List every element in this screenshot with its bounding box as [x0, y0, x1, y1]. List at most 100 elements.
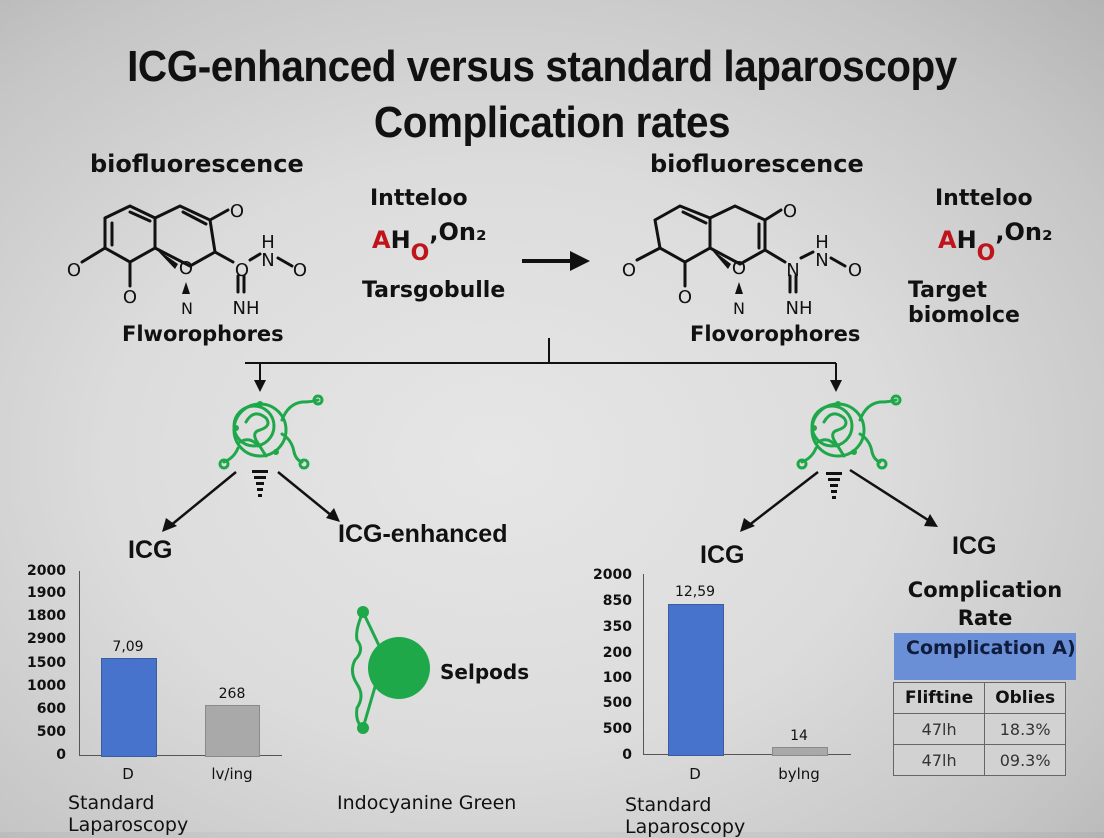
- col-header: Fliftine: [892, 682, 986, 714]
- svg-text:O: O: [123, 287, 137, 308]
- x-axis-title: Standard Laparoscopy: [625, 794, 746, 838]
- right-branch-icg-right: ICG: [952, 532, 997, 560]
- left-reagent-target: Tarsgobulle: [362, 278, 506, 303]
- bar-value-label: 268: [218, 686, 246, 702]
- y-axis: [643, 574, 644, 755]
- right-reagent-formula: AHO,On₂: [938, 218, 1053, 266]
- complication-banner: Complication A): [894, 633, 1076, 680]
- right-molecule-label: Flovorophores: [690, 322, 861, 346]
- svg-text:O: O: [783, 201, 797, 222]
- selpods-particle-icon: [350, 606, 430, 734]
- y-tick: 1900: [27, 585, 66, 601]
- y-axis: [79, 571, 80, 756]
- right-branch-icg-left: ICG: [700, 541, 745, 569]
- formula-a: A: [938, 226, 957, 254]
- y-tick: 1000: [27, 678, 66, 694]
- x-category: D: [689, 765, 701, 783]
- col-header: Oblies: [984, 682, 1066, 714]
- left-branch-icg: ICG: [128, 536, 173, 564]
- table-cell: 47lh: [892, 744, 986, 776]
- formula-sub-o: O: [976, 241, 996, 266]
- right-heading: biofluorescence: [650, 150, 864, 178]
- svg-text:N: N: [261, 250, 274, 271]
- table-cell: 09.3%: [984, 744, 1066, 776]
- heading-line1: Complication: [907, 578, 1063, 602]
- x-axis: [79, 755, 282, 756]
- svg-text:N: N: [733, 299, 745, 318]
- left-reagent-name: Intteloo: [370, 186, 468, 211]
- svg-text:NH: NH: [786, 298, 813, 319]
- svg-text:H: H: [261, 232, 275, 253]
- left-molecule-label: Flworophores: [122, 322, 284, 346]
- svg-text:O: O: [235, 260, 249, 281]
- y-tick: 2900: [27, 631, 66, 647]
- y-tick: 850: [602, 593, 632, 609]
- heading-line2: Rate: [957, 606, 1013, 630]
- y-tick: 500: [36, 724, 66, 740]
- y-tick: 500: [602, 695, 632, 711]
- bar-value-label: 14: [790, 728, 808, 744]
- formula-rest: ,On₂: [995, 218, 1053, 246]
- right-fluorophore-particle-icon: [796, 394, 902, 499]
- svg-text:O: O: [732, 258, 746, 279]
- formula-rest: ,On₂: [429, 218, 487, 246]
- y-tick: 2000: [27, 563, 66, 579]
- x-category: D: [122, 765, 134, 783]
- y-tick: 600: [36, 701, 66, 717]
- complication-table: Fliftine Oblies 47lh 18.3% 47lh 09.3%: [892, 682, 1066, 776]
- right-reagent-name: Intteloo: [935, 186, 1033, 211]
- y-tick: 1500: [27, 655, 66, 671]
- x-axis: [643, 754, 851, 755]
- svg-text:N: N: [786, 260, 799, 281]
- y-tick: 2000: [593, 567, 632, 583]
- formula-h: H: [956, 226, 977, 254]
- y-tick: 350: [602, 619, 632, 635]
- left-molecule-icon: O O O O N O H N O NH: [67, 201, 307, 319]
- svg-text:O: O: [622, 260, 636, 281]
- complication-rate-heading: Complication Rate: [890, 576, 1080, 632]
- y-tick: 500: [602, 721, 632, 737]
- left-fluorophore-particle-icon: [218, 394, 324, 497]
- svg-text:O: O: [848, 260, 862, 281]
- main-title: ICG-enhanced versus standard laparoscopy: [127, 42, 957, 91]
- left-branch-icg-enhanced: ICG-enhanced: [338, 520, 508, 548]
- formula-h: H: [390, 226, 411, 254]
- bar-d: [668, 604, 724, 756]
- formula-sub-o: O: [410, 241, 430, 266]
- selpods-label: Selpods: [440, 660, 530, 684]
- table-row: 47lh 18.3%: [892, 713, 1066, 745]
- bar-value-label: 12,59: [674, 584, 716, 600]
- svg-text:O: O: [678, 287, 692, 308]
- svg-text:O: O: [230, 201, 244, 222]
- bar-d: [101, 658, 157, 757]
- y-tick: 100: [602, 670, 632, 686]
- svg-text:O: O: [293, 260, 307, 281]
- right-molecule-icon: O O O O N N H N O NH: [622, 201, 862, 319]
- subtitle: Complication rates: [373, 98, 731, 147]
- right-arrow-icon: [522, 251, 590, 271]
- svg-text:N: N: [815, 250, 828, 271]
- y-tick: 200: [602, 645, 632, 661]
- y-tick: 0: [622, 747, 632, 763]
- x-category: bylng: [778, 765, 820, 783]
- svg-text:O: O: [179, 258, 193, 279]
- y-tick: 0: [56, 747, 66, 763]
- svg-text:N: N: [181, 299, 193, 318]
- y-tick: 1800: [27, 608, 66, 624]
- svg-text:H: H: [815, 232, 829, 253]
- x-axis-title: Standard Laparoscopy: [68, 792, 189, 836]
- svg-text:NH: NH: [233, 298, 260, 319]
- table-row: 47lh 09.3%: [892, 744, 1066, 776]
- table-cell: 47lh: [892, 713, 986, 745]
- left-heading: biofluorescence: [90, 150, 304, 178]
- formula-a: A: [372, 226, 391, 254]
- x-category: lv/ing: [211, 765, 253, 783]
- svg-text:O: O: [67, 260, 81, 281]
- bar-lving: [205, 705, 260, 757]
- indocyanine-green-caption: Indocyanine Green: [337, 792, 517, 814]
- bar-value-label: 7,09: [112, 639, 144, 655]
- table-cell: 18.3%: [984, 713, 1066, 745]
- right-reagent-target: Target biomolce: [908, 278, 1020, 328]
- left-reagent-formula: AHO,On₂: [372, 218, 487, 266]
- bar-bylng: [772, 747, 828, 756]
